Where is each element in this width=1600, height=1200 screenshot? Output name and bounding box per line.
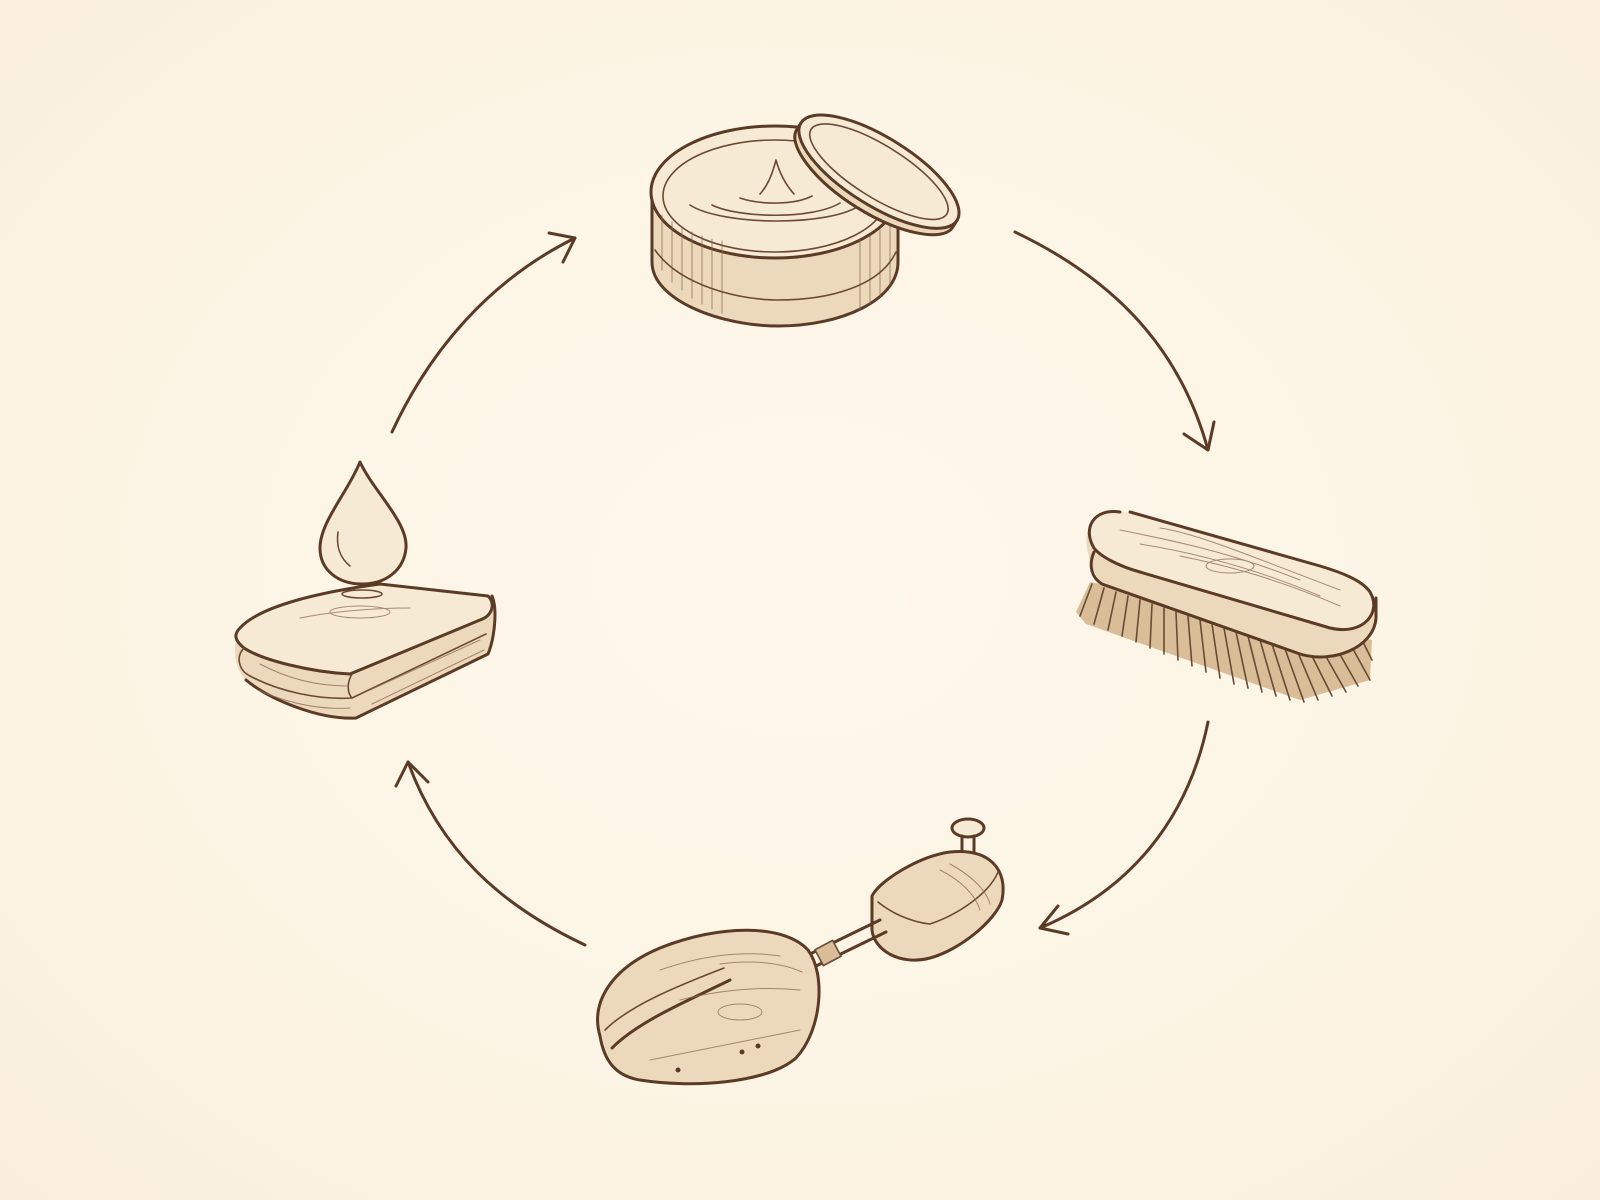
cloth-drop-icon [234, 460, 497, 720]
polish-tin-icon [649, 113, 961, 328]
arrow-cloth-to-tin [390, 231, 577, 434]
arrow-brush-to-tree [1038, 720, 1210, 936]
arrow-tin-to-brush [1013, 230, 1216, 452]
shoe-tree-icon [596, 817, 1005, 1086]
shoe-brush-icon [1076, 510, 1378, 703]
arrow-tree-to-cloth [394, 760, 587, 947]
